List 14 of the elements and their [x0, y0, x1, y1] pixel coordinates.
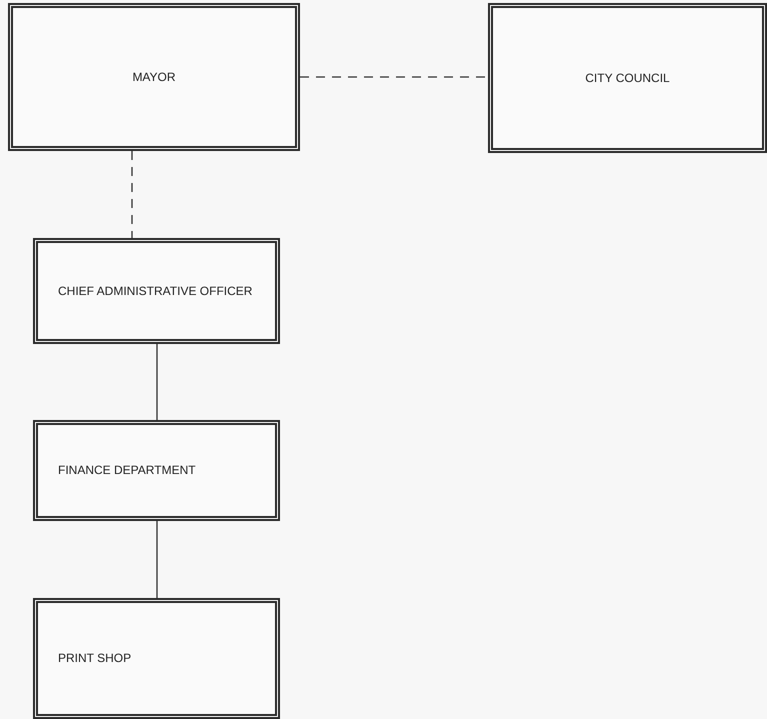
- box-label: CHIEF ADMINISTRATIVE OFFICER: [58, 282, 252, 300]
- box-label: FINANCE DEPARTMENT: [58, 462, 196, 480]
- box-label: MAYOR: [132, 68, 176, 86]
- connector: [156, 521, 158, 598]
- box-label: CITY COUNCIL: [585, 70, 670, 87]
- dashed-connector: [131, 151, 133, 238]
- org-box: [33, 598, 280, 719]
- org-box: [488, 3, 767, 153]
- connector: [156, 344, 158, 420]
- dashed-connector: [300, 76, 488, 78]
- box-label: PRINT SHOP: [58, 650, 132, 668]
- org-box: [33, 420, 280, 521]
- org-box: [8, 3, 300, 151]
- org-box: [33, 238, 280, 344]
